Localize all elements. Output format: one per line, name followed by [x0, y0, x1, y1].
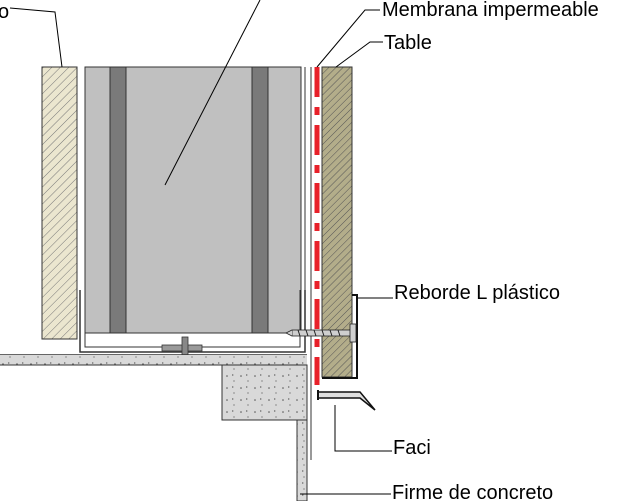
slab-top-texture [0, 355, 307, 365]
l-trim [322, 294, 358, 379]
screw [285, 323, 357, 343]
anchor-bolt [181, 336, 189, 356]
interior-board [41, 66, 78, 340]
label-l-trim: Reborde L plástico [394, 282, 560, 304]
label-fascia: Faci [393, 437, 431, 459]
slab-edge-block [221, 364, 308, 421]
fascia-flashing [317, 391, 376, 411]
label-left-cut: o [0, 1, 9, 23]
leader-board [335, 41, 383, 68]
label-slab: Firme de concreto [392, 482, 553, 501]
stud-flange-left [109, 66, 127, 334]
leader-membrane [316, 9, 380, 68]
slab-edge-strip [296, 419, 308, 501]
label-board: Table [384, 32, 432, 54]
leader-left-cut [9, 7, 63, 68]
leader-stud [164, 0, 261, 186]
leader-fascia [334, 405, 392, 452]
label-membrane: Membrana impermeable [382, 0, 599, 21]
exterior-board [321, 66, 353, 378]
stud-flange-right [251, 66, 269, 334]
